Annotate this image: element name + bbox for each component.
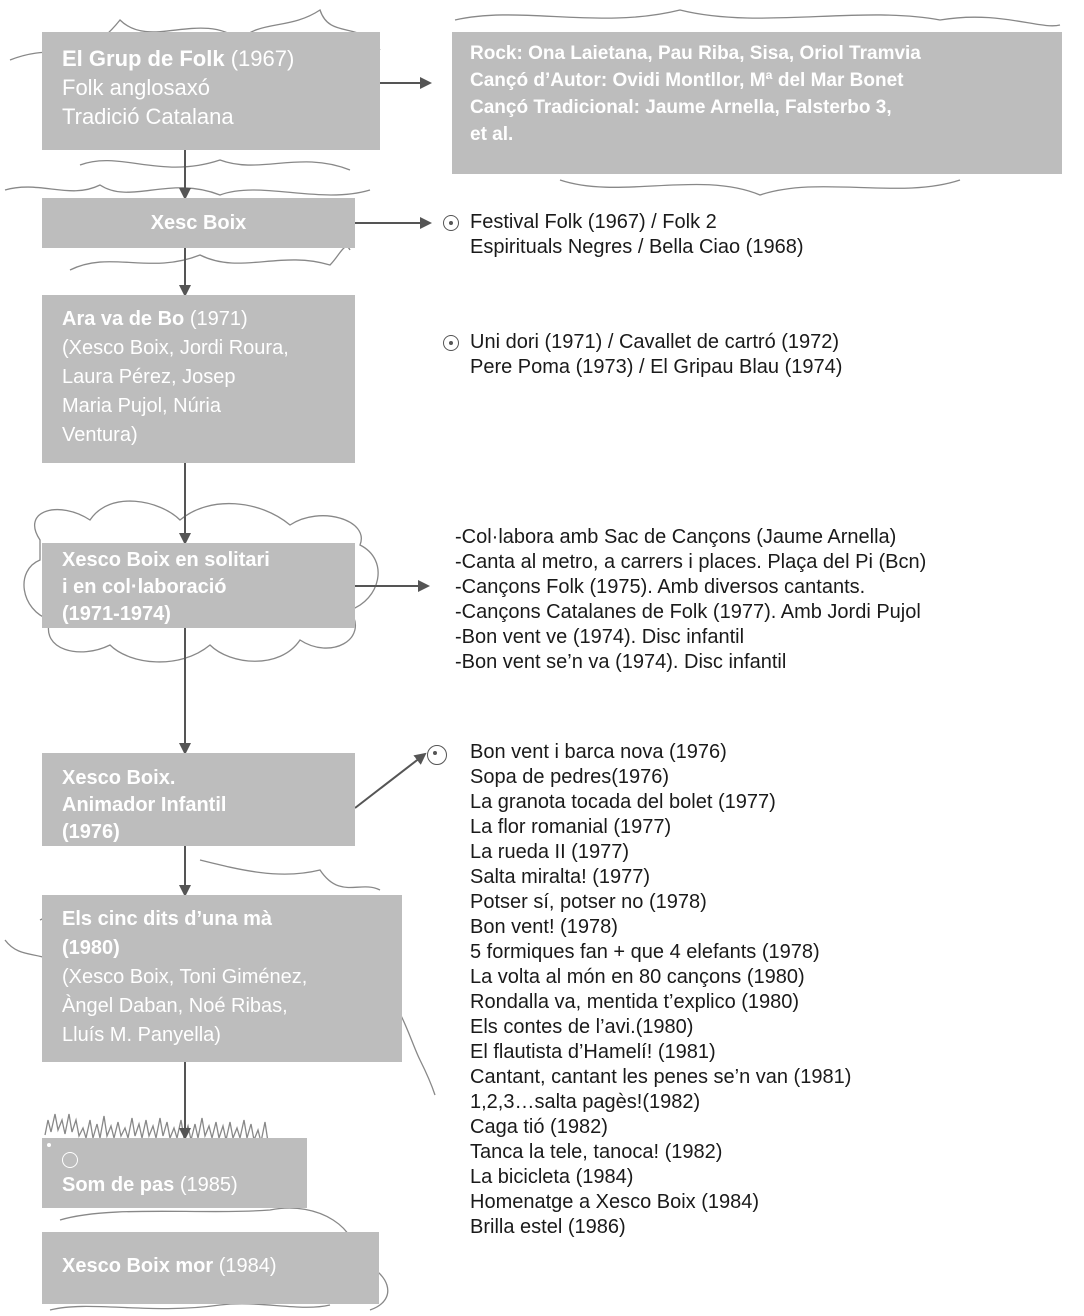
mor-title: Xesco Boix mor [62,1255,214,1277]
collabora-list: -Col·labora amb Sac de Cançons (Jaume Ar… [455,525,926,675]
list-item: Festival Folk (1967) / Folk 2 [470,211,717,233]
list-item: Homenatge a Xesco Boix (1984) [470,1191,760,1213]
cinc-dits-line: Lluís M. Panyella) [62,1024,221,1046]
list-item: El flautista d’Hamelí! (1981) [470,1041,716,1063]
box-cinc-dits: Els cinc dits d’una mà (1980) (Xesco Boi… [42,895,402,1062]
list-item: Caga tió (1982) [470,1116,608,1138]
cinc-dits-line: Àngel Daban, Noé Ribas, [62,995,288,1017]
som-de-pas-year: (1985) [174,1174,238,1196]
grup-folk-line2: Folk anglosaxó [62,75,210,100]
box-influences: Rock: Ona Laietana, Pau Riba, Sisa, Orio… [452,32,1062,174]
box-grup-de-folk: El Grup de Folk (1967) Folk anglosaxó Tr… [42,32,380,150]
som-de-pas-title: Som de pas [62,1174,175,1196]
list-item: La rueda II (1977) [470,841,629,863]
grup-folk-title: El Grup de Folk [62,46,225,71]
list-item: -Bon vent ve (1974). Disc infantil [455,626,745,648]
animador-line: (1976) [62,821,120,843]
influences-line3: Cançó Tradicional: Jaume Arnella, Falste… [470,97,892,118]
list-item: -Cançons Catalanes de Folk (1977). Amb J… [455,601,921,623]
xesc-boix-title: Xesc Boix [150,212,247,234]
box-xesc-boix: Xesc Boix [42,198,355,248]
disc-icon [443,215,459,231]
grup-folk-year: (1967) [224,46,295,71]
list-item: -Cançons Folk (1975). Amb diversos canta… [455,576,866,598]
influences-line4: et al. [470,124,514,145]
list-item: 1,2,3…salta pagès!(1982) [470,1091,701,1113]
disc-icon [427,745,447,765]
grup-folk-line3: Tradició Catalana [62,104,234,129]
list-item: Salta miralta! (1977) [470,866,651,888]
solitari-line: (1971-1974) [62,603,171,625]
list-item: La volta al món en 80 cançons (1980) [470,966,805,988]
list-item: 5 formiques fan + que 4 elefants (1978) [470,941,820,963]
ara-va-de-bo-year: (1971) [184,308,248,330]
list-item: Rondalla va, mentida t’explico (1980) [470,991,800,1013]
flow-arrows [179,77,432,1140]
box-ara-va-de-bo: Ara va de Bo (1971) (Xesco Boix, Jordi R… [42,295,355,463]
box-som-de-pas: Som de pas (1985) [42,1138,307,1208]
list-item: -Bon vent se’n va (1974). Disc infantil [455,651,787,673]
list-item: La flor romanial (1977) [470,816,672,838]
influences-line2: Cançó d’Autor: Ovidi Montllor, Mª del Ma… [470,70,904,91]
list-item: Cantant, cantant les penes se’n van (198… [470,1066,852,1088]
arrow-animador-discography [354,752,427,809]
ara-va-de-bo-line: Laura Pérez, Josep [62,366,236,388]
list-item: Brilla estel (1986) [470,1216,626,1238]
list-item: Els contes de l’avi.(1980) [470,1016,694,1038]
list-item: Pere Poma (1973) / El Gripau Blau (1974) [470,356,843,378]
list-item: Tanca la tele, tanoca! (1982) [470,1141,723,1163]
list-item: Bon vent! (1978) [470,916,618,938]
uni-dori-list: Uni dori (1971) / Cavallet de cartró (19… [470,330,842,380]
cinc-dits-title2: (1980) [62,937,120,959]
box-solitari: Xesco Boix en solitari i en col·laboraci… [42,543,355,628]
ara-va-de-bo-line: Maria Pujol, Núria [62,395,221,417]
ara-va-de-bo-title: Ara va de Bo [62,308,185,330]
animador-line: Xesco Boix. [62,767,176,789]
box-animador: Xesco Boix. Animador Infantil (1976) [42,753,355,846]
disc-icon [62,1151,78,1168]
solitari-line: i en col·laboració [62,576,227,598]
list-item: Potser sí, potser no (1978) [470,891,707,913]
list-item: -Col·labora amb Sac de Cançons (Jaume Ar… [455,526,897,548]
list-item: Bon vent i barca nova (1976) [470,741,727,763]
list-item: Espirituals Negres / Bella Ciao (1968) [470,236,804,258]
cinc-dits-title1: Els cinc dits d’una mà [62,908,273,930]
disc-icon [443,335,459,351]
list-item: La bicicleta (1984) [470,1166,634,1188]
ara-va-de-bo-line: Ventura) [62,424,138,446]
list-item: Uni dori (1971) / Cavallet de cartró (19… [470,331,840,353]
discography-list: Bon vent i barca nova (1976) Sopa de ped… [470,740,851,1240]
festival-list: Festival Folk (1967) / Folk 2 Espiritual… [470,210,804,260]
box-mor: Xesco Boix mor (1984) [42,1232,379,1304]
cinc-dits-line: (Xesco Boix, Toni Giménez, [62,966,308,988]
solitari-line: Xesco Boix en solitari [62,549,270,571]
list-item: -Canta al metro, a carrers i places. Pla… [455,551,927,573]
animador-line: Animador Infantil [62,794,227,816]
influences-line1: Rock: Ona Laietana, Pau Riba, Sisa, Orio… [470,43,921,64]
list-item: Sopa de pedres(1976) [470,766,670,788]
list-item: La granota tocada del bolet (1977) [470,791,776,813]
ara-va-de-bo-line: (Xesco Boix, Jordi Roura, [62,337,289,359]
mor-year: (1984) [213,1255,277,1277]
